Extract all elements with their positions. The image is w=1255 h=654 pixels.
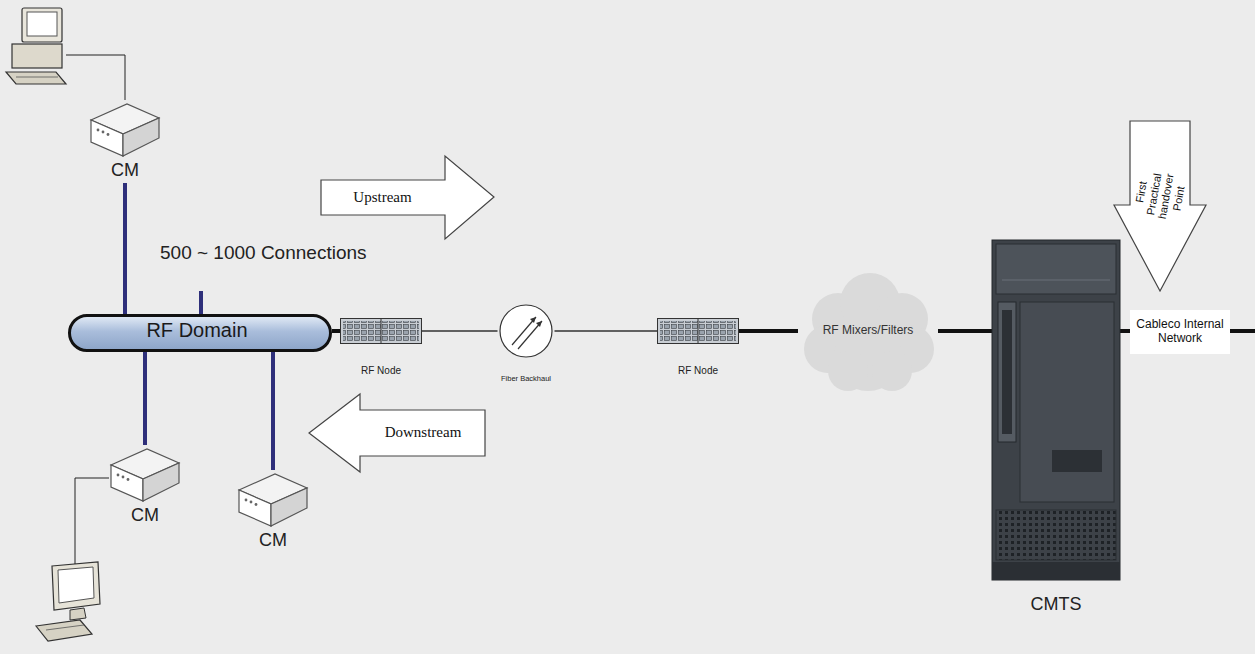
cable-modem: CM [237,470,309,553]
handover-arrow: First Practical handover Point [1113,120,1207,292]
rf-node-icon [340,318,422,344]
cable-connector [332,329,340,333]
node-label: CMTS [1031,594,1082,615]
cable-modem-icon [109,445,181,503]
desktop-computer [6,8,66,84]
node-label: CM [131,505,159,526]
label-holder: CM [89,160,161,181]
cmts-rack: CMTS [992,240,1120,617]
label-holder: CMTS [992,594,1120,615]
cable-modem: CM [109,445,181,528]
cable-connector [143,352,147,445]
cable-connector [739,329,798,333]
text-holder: Downstream [360,410,486,456]
rf-mixer-cloud: RF Mixers/Filters [798,267,938,395]
node-label: RF Node [361,365,401,377]
free-label: 500 ~ 1000 Connections [160,242,367,264]
node-label: Upstream [353,189,411,206]
rf-domain-bus: RF Domain [68,314,332,352]
network-box: Cableco Internal Network [1130,310,1230,354]
node-label: RF Mixers/Filters [823,324,914,338]
label-holder: Fiber Backhaul [498,367,555,385]
node-label: Fiber Backhaul [501,375,551,384]
node-label: RF Node [678,365,718,377]
fiber-backhaul: Fiber Backhaul [498,303,555,378]
cable-connector [938,329,992,333]
cable-connector [1120,329,1130,333]
node-label: First Practical handover Point [1130,161,1190,229]
cable-connector [271,352,275,470]
cable-modem-icon [237,470,309,528]
cable-connector [123,183,127,314]
computer-cable [66,55,125,100]
text-holder: RF Domain [68,314,326,346]
cable-modem-icon [89,100,161,158]
label-holder: RF Node [340,360,422,378]
node-label: Cableco Internal Network [1134,318,1226,346]
downstream-arrow: Downstream [308,393,486,473]
cable-connector [555,330,658,332]
cable-connector [422,330,498,332]
computer-cable [75,478,109,564]
node-label: CM [111,160,139,181]
text-holder: Upstream [320,180,445,215]
text-holder: RF Mixers/Filters [798,267,938,395]
text-holder: First Practical handover Point [1130,160,1190,230]
cmts-rack-icon [992,240,1120,580]
node-label: Downstream [385,424,462,441]
cable-modem: CM [89,100,161,183]
network-trunk [1230,329,1255,333]
rf-node: RF Node [657,318,739,374]
rf-node: RF Node [340,318,422,374]
label-holder: RF Node [657,360,739,378]
node-label: RF Domain [146,319,247,342]
node-label: CM [259,530,287,551]
text-holder: Cableco Internal Network [1130,310,1230,354]
rf-node-icon [657,318,739,344]
desktop-computer [36,562,100,641]
fiber-backhaul-icon [498,303,554,359]
label-holder: CM [237,530,309,551]
upstream-arrow: Upstream [320,155,495,240]
drop-stub [199,291,203,314]
label-holder: CM [109,505,181,526]
